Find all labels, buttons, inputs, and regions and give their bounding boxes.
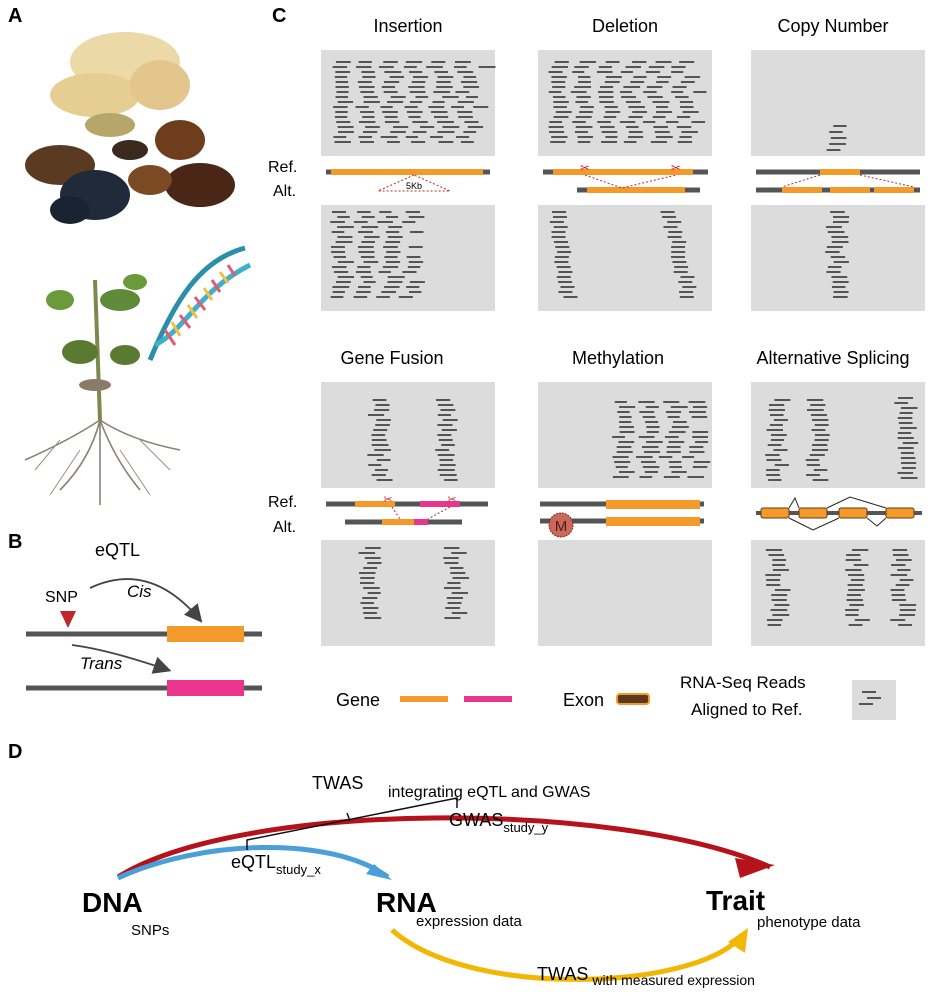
insertion-schematic: 5Kb [326, 169, 490, 192]
ref-label-bottom: Ref. [268, 494, 297, 511]
methylation-schematic: M [540, 500, 704, 538]
splicing-schematic [756, 496, 922, 531]
legend-exon-label: Exon [563, 690, 604, 710]
ref-label-top: Ref. [268, 159, 297, 176]
panel-methylation-alt [538, 540, 712, 646]
cis-arrow [89, 578, 203, 623]
title-methylation: Methylation [572, 348, 664, 368]
scissors-icon: ✂ [580, 161, 590, 175]
snp-label: SNP [45, 589, 78, 606]
panel-a-letter: A [8, 5, 22, 27]
methyl-mark-label: M [555, 518, 568, 535]
legend-reads-line1: RNA-Seq Reads [680, 673, 806, 692]
panel-c-letter: C [272, 5, 286, 27]
legend-exon-swatch [616, 693, 650, 705]
measured-twas-arrowhead [728, 928, 748, 953]
alt-label-top: Alt. [273, 183, 296, 200]
dna-node: DNA [82, 887, 143, 918]
copynumber-schematic [756, 169, 920, 193]
trans-arrow [71, 644, 172, 674]
plant-illustration [24, 274, 181, 505]
panel-d-letter: D [8, 741, 22, 763]
panel-b-letter: B [8, 531, 22, 553]
seeds-illustration [25, 32, 235, 224]
snps-label: SNPs [131, 922, 169, 939]
cis-label: Cis [127, 582, 152, 601]
eqtl-study-label: eQTLstudy_x [231, 852, 321, 877]
trait-node: Trait [706, 885, 765, 916]
panel-copynumber-ref [751, 50, 925, 156]
title-insertion: Insertion [373, 16, 442, 36]
legend-reads-line2: Aligned to Ref. [691, 700, 803, 719]
legend-gene-pink [464, 696, 512, 702]
trans-gene-box [167, 680, 244, 696]
panel-fusion-alt [321, 540, 495, 646]
cis-gene-box [167, 626, 244, 642]
panel-methylation-ref [538, 382, 712, 488]
aligned-reads [330, 61, 919, 626]
eqtl-label: eQTL [95, 540, 140, 560]
title-deletion: Deletion [592, 16, 658, 36]
legend-gene-label: Gene [336, 690, 380, 710]
gwas-arc [116, 815, 772, 880]
legend-gene-orange [400, 696, 448, 702]
fusion-schematic: ✂ ✂ [326, 494, 488, 525]
rna-node: RNA [376, 887, 437, 918]
legend-reads-swatch [852, 680, 896, 720]
scissors-icon: ✂ [383, 494, 392, 506]
trans-label: Trans [80, 654, 123, 673]
twas-label: TWAS [312, 773, 363, 793]
alt-label-bottom: Alt. [273, 519, 296, 536]
expression-data-label: expression data [416, 913, 523, 930]
dna-helix-illustration [147, 245, 252, 361]
twas-integrating-label: integrating eQTL and GWAS [388, 784, 590, 801]
twas-bracket [246, 797, 458, 850]
gwas-arrowhead [735, 858, 775, 878]
phenotype-data-label: phenotype data [757, 914, 861, 931]
measured-twas-arc [390, 928, 744, 982]
deletion-schematic: ✂ ✂ [543, 161, 708, 193]
legend: Gene Exon RNA-Seq Reads Aligned to Ref. [336, 673, 896, 720]
eqtl-arc [116, 845, 390, 881]
eqtl-arrowhead [366, 864, 392, 880]
scissors-icon: ✂ [671, 161, 681, 175]
panel-splicing-alt [751, 540, 925, 646]
scissors-icon: ✂ [447, 494, 456, 506]
snp-marker [60, 611, 76, 628]
title-gene-fusion: Gene Fusion [340, 348, 443, 368]
panel-fusion-ref [321, 382, 495, 488]
title-alt-splicing: Alternative Splicing [756, 348, 909, 368]
gwas-label: GWASstudy_y [449, 810, 549, 835]
title-copy-number: Copy Number [777, 16, 888, 36]
insertion-size-label: 5Kb [406, 181, 422, 191]
